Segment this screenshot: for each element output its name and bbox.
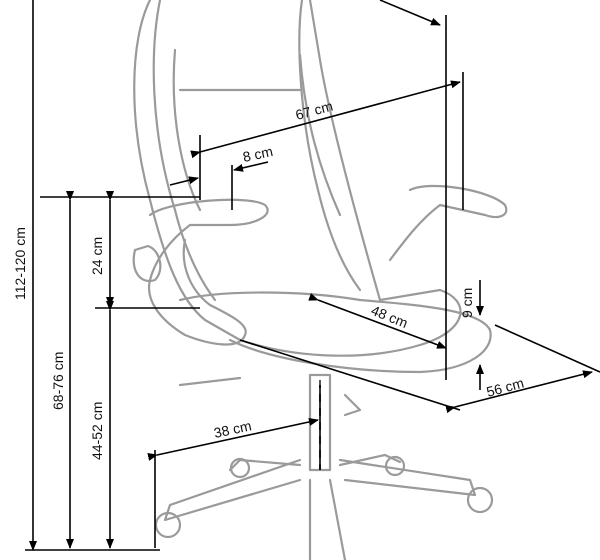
left-armrest [147,198,269,346]
total-height-label: 112-120 cm [12,227,28,300]
seat-height-label: 44-52 cm [89,402,105,460]
backrest-height-line [190,80,461,159]
seat-width-ext-right [494,324,600,373]
caster-front-left [154,511,182,539]
seat-outline [178,291,492,374]
armrest-height-label: 68-76 cm [50,352,66,410]
seat-depth-line [308,293,447,349]
base-radius-line [147,418,319,461]
seat-width-ext-left [239,339,461,411]
base-radius-label: 38 cm [212,417,253,441]
backrest-side-stripe [172,48,342,217]
armrest-width-arrow-left [169,176,199,186]
caster-front-right [466,486,494,514]
backrest-height-label: 67 cm [294,98,335,123]
dimension-lines [25,0,600,551]
left-armrest-pivot [132,244,162,283]
tilt-lever [178,376,362,417]
depth-arrow-top [379,0,441,26]
seat-width-line [445,370,593,414]
backrest-outline [133,0,462,357]
armrest-above-seat-label: 24 cm [89,237,105,275]
caster-back-left [229,457,251,479]
seat-thickness-label: 9 cm [459,288,475,318]
seat-width-label: 56 cm [485,375,526,400]
armrest-width-arrow-right [233,161,269,172]
armrest-width-label: 8 cm [241,143,274,165]
caster-back-right [384,455,406,477]
right-armrest [388,184,508,262]
backrest-inner-right [298,0,362,292]
backrest-inner-left [152,0,217,302]
